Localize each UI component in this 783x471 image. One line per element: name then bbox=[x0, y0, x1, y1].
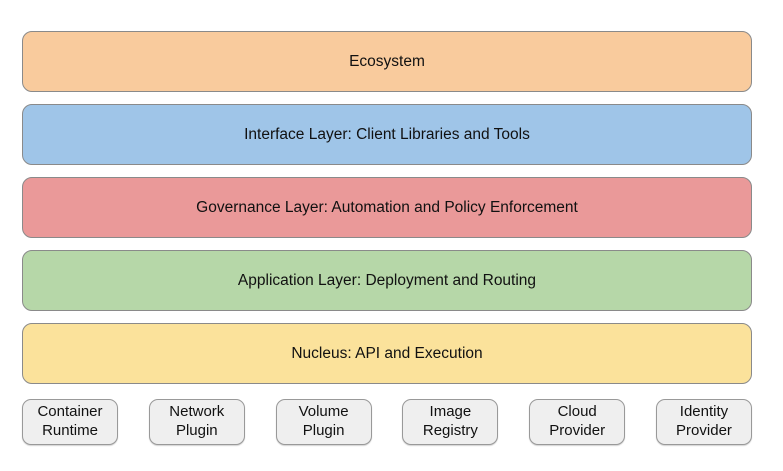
provider-container-runtime: Container Runtime bbox=[22, 399, 118, 445]
provider-boxes-row: Container Runtime Network Plugin Volume … bbox=[22, 399, 752, 445]
layer-ecosystem: Ecosystem bbox=[22, 31, 752, 92]
provider-network-plugin: Network Plugin bbox=[148, 399, 245, 445]
layer-interface-label: Interface Layer: Client Libraries and To… bbox=[244, 125, 530, 143]
provider-cloud-provider: Cloud Provider bbox=[529, 399, 626, 445]
provider-identity-provider-label: Identity Provider bbox=[676, 403, 732, 439]
provider-image-registry: Image Registry bbox=[402, 399, 499, 445]
provider-volume-plugin: Volume Plugin bbox=[275, 399, 372, 445]
layer-nucleus: Nucleus: API and Execution bbox=[22, 323, 752, 384]
layer-governance: Governance Layer: Automation and Policy … bbox=[22, 177, 752, 238]
layer-ecosystem-label: Ecosystem bbox=[349, 52, 425, 70]
provider-network-plugin-label: Network Plugin bbox=[169, 403, 225, 439]
provider-volume-plugin-label: Volume Plugin bbox=[298, 403, 349, 439]
layer-nucleus-label: Nucleus: API and Execution bbox=[291, 344, 483, 362]
layer-application-label: Application Layer: Deployment and Routin… bbox=[237, 271, 537, 289]
layer-governance-label: Governance Layer: Automation and Policy … bbox=[196, 198, 578, 216]
layer-interface: Interface Layer: Client Libraries and To… bbox=[22, 104, 752, 165]
provider-cloud-provider-label: Cloud Provider bbox=[549, 403, 606, 439]
layer-application: Application Layer: Deployment and Routin… bbox=[22, 250, 752, 311]
provider-identity-provider: Identity Provider bbox=[655, 399, 752, 445]
provider-image-registry-label: Image Registry bbox=[422, 403, 478, 439]
provider-container-runtime-label: Container Runtime bbox=[37, 403, 103, 439]
